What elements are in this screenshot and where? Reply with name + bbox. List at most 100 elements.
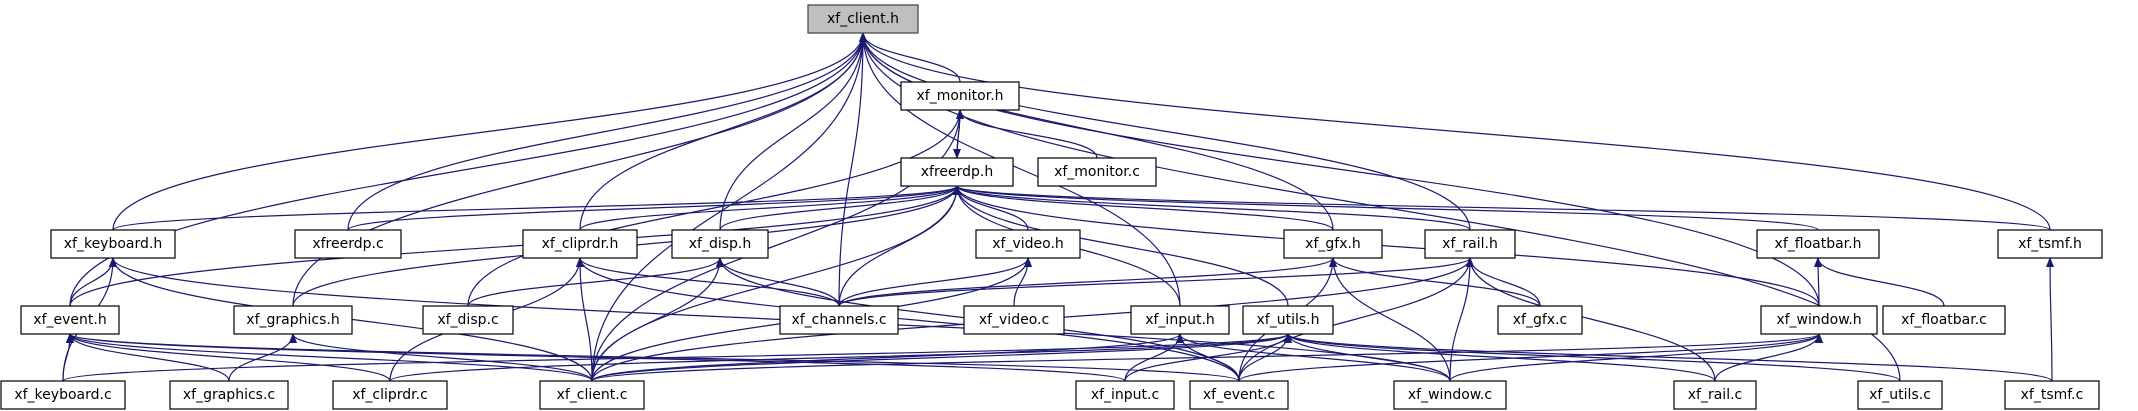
edge-xf-event-h-to-xf-keyboard-h [69, 257, 117, 307]
node-box-xf-monitor-h [900, 81, 1020, 111]
edge-xf-floatbar-c-to-xf-floatbar-h [1814, 257, 1945, 307]
node-label-xf-video-c: xf_video.c [979, 312, 1049, 328]
edge-xf-event-c-to-xf-event-h [66, 333, 1240, 382]
edge-xf-client-c-to-xf-cliprdr-h [576, 257, 593, 382]
edge-xf-input-h-to-xf-client-h [859, 32, 1181, 307]
edge-xf-window-c-to-xf-window-h [1449, 333, 1823, 382]
edge-xf-client-c-to-xf-utils-h [591, 333, 1292, 382]
node-xf-event-c[interactable]: xf_event.c [1189, 380, 1289, 410]
node-xf-cliprdr-c[interactable]: xf_cliprdr.c [332, 380, 448, 410]
node-xf-tsmf-c[interactable]: xf_tsmf.c [2004, 380, 2100, 410]
node-xf-video-c[interactable]: xf_video.c [963, 305, 1065, 335]
edge-xf-event-h-to-xfreerdp-h [69, 185, 961, 307]
node-label-xfreerdp-h: xfreerdp.h [921, 164, 994, 180]
edge-xf-disp-c-to-xf-monitor-h [467, 109, 964, 307]
node-xf-channels-c[interactable]: xf_channels.c [779, 305, 899, 335]
edge-xf-window-c-to-xf-rail-h [1449, 257, 1474, 382]
edge-xf-cliprdr-h-to-xf-client-h [579, 32, 867, 231]
node-label-xf-disp-h: xf_disp.h [689, 236, 752, 252]
edge-xf-keyboard-c-to-xf-event-h [62, 333, 74, 382]
edge-xf-channels-c-to-xf-rail-h [838, 257, 1474, 307]
node-xf-utils-h[interactable]: xf_utils.h [1242, 305, 1334, 335]
node-xf-input-h[interactable]: xf_input.h [1130, 305, 1230, 335]
node-xf-window-h[interactable]: xf_window.h [1760, 305, 1878, 335]
edge-xf-channels-c-to-xf-video-h [838, 257, 1032, 307]
node-box-xf-keyboard-c [0, 380, 126, 410]
node-box-xf-channels-c [779, 305, 899, 335]
node-xfreerdp-h[interactable]: xfreerdp.h [900, 157, 1014, 187]
edge-xf-graphics-c-to-xf-graphics-h [228, 333, 297, 382]
edge-xf-tsmf-c-to-xf-tsmf-h [2046, 257, 2055, 382]
node-xf-monitor-c[interactable]: xf_monitor.c [1037, 157, 1157, 187]
node-xf-disp-c[interactable]: xf_disp.c [422, 305, 514, 335]
node-xf-rail-h[interactable]: xf_rail.h [1424, 229, 1516, 259]
node-label-xf-cliprdr-h: xf_cliprdr.h [542, 236, 619, 252]
node-xf-graphics-c[interactable]: xf_graphics.c [169, 380, 289, 410]
node-xf-client-c[interactable]: xf_client.c [539, 380, 645, 410]
node-label-xf-floatbar-c: xf_floatbar.c [1901, 312, 1987, 328]
node-box-xf-event-h [20, 305, 120, 335]
node-xf-client-h[interactable]: xf_client.h [807, 4, 919, 34]
node-xf-gfx-h[interactable]: xf_gfx.h [1283, 229, 1383, 259]
node-box-xf-window-h [1760, 305, 1878, 335]
node-xf-input-c[interactable]: xf_input.c [1075, 380, 1175, 410]
node-xf-window-c[interactable]: xf_window.c [1393, 380, 1507, 410]
node-box-xf-tsmf-c [2004, 380, 2100, 410]
edge-xf-gfx-c-to-xf-rail-h [1466, 257, 1541, 307]
node-box-xf-rail-h [1424, 229, 1516, 259]
node-label-xf-gfx-c: xf_gfx.c [1513, 312, 1567, 328]
node-xfreerdp-c[interactable]: xfreerdp.c [294, 229, 402, 259]
node-box-xf-client-c [539, 380, 645, 410]
edge-xf-graphics-c-to-xf-event-h [66, 333, 230, 382]
node-xf-monitor-h[interactable]: xf_monitor.h [900, 81, 1020, 111]
node-xf-tsmf-h[interactable]: xf_tsmf.h [1997, 229, 2103, 259]
node-xf-keyboard-c[interactable]: xf_keyboard.c [0, 380, 126, 410]
node-box-xf-rail-c [1673, 380, 1757, 410]
node-label-xf-utils-h: xf_utils.h [1257, 312, 1320, 328]
node-label-xf-event-h: xf_event.h [33, 312, 106, 328]
node-xf-floatbar-h[interactable]: xf_floatbar.h [1756, 229, 1880, 259]
edge-xf-rail-h-to-xf-client-h [859, 32, 1471, 231]
node-label-xf-window-c: xf_window.c [1408, 387, 1492, 403]
node-box-xf-disp-h [671, 229, 769, 259]
node-box-xfreerdp-c [294, 229, 402, 259]
node-xf-rail-c[interactable]: xf_rail.c [1673, 380, 1757, 410]
node-box-xfreerdp-h [900, 157, 1014, 187]
node-box-xf-event-c [1189, 380, 1289, 410]
edge-xfreerdp-c-to-xfreerdp-h [347, 185, 961, 231]
node-label-xf-rail-h: xf_rail.h [1442, 236, 1498, 252]
node-box-xf-monitor-c [1037, 157, 1157, 187]
node-xf-floatbar-c[interactable]: xf_floatbar.c [1882, 305, 2006, 335]
node-box-xf-utils-h [1242, 305, 1334, 335]
node-box-xf-gfx-h [1283, 229, 1383, 259]
edge-xf-graphics-h-to-xf-client-h [292, 32, 867, 307]
node-box-xf-input-c [1075, 380, 1175, 410]
edge-xfreerdp-c-to-xf-client-h [347, 32, 867, 231]
node-xf-utils-c[interactable]: xf_utils.c [1857, 380, 1943, 410]
node-label-xf-video-h: xf_video.h [992, 236, 1064, 252]
node-xf-disp-h[interactable]: xf_disp.h [671, 229, 769, 259]
edge-xf-tsmf-h-to-xf-client-h [859, 32, 2051, 231]
node-label-xf-disp-c: xf_disp.c [437, 312, 498, 328]
edge-xf-utils-c-to-xf-utils-h [1284, 333, 1901, 382]
node-xf-event-h[interactable]: xf_event.h [20, 305, 120, 335]
edge-xf-channels-c-to-xfreerdp-h [838, 185, 961, 307]
edge-xf-rail-c-to-xf-window-h [1714, 333, 1823, 382]
node-label-xf-monitor-h: xf_monitor.h [916, 88, 1003, 104]
node-box-xf-utils-c [1857, 380, 1943, 410]
node-xf-gfx-c[interactable]: xf_gfx.c [1497, 305, 1583, 335]
node-box-xf-graphics-c [169, 380, 289, 410]
edge-xf-keyboard-h-to-xf-client-h [112, 32, 867, 231]
edge-xf-tsmf-c-to-xf-utils-h [1284, 333, 2053, 382]
node-label-xf-monitor-c: xf_monitor.c [1054, 164, 1140, 180]
edge-xf-client-c-to-xf-disp-h [591, 257, 724, 382]
node-box-xf-window-c [1393, 380, 1507, 410]
node-xf-video-h[interactable]: xf_video.h [975, 229, 1081, 259]
node-xf-keyboard-h[interactable]: xf_keyboard.h [50, 229, 176, 259]
node-xf-cliprdr-h[interactable]: xf_cliprdr.h [522, 229, 638, 259]
node-xf-graphics-h[interactable]: xf_graphics.h [233, 305, 353, 335]
edge-xf-disp-h-to-xfreerdp-h [719, 185, 961, 231]
node-label-xf-gfx-h: xf_gfx.h [1305, 236, 1361, 252]
edge-xf-cliprdr-c-to-xf-event-h [66, 333, 391, 382]
